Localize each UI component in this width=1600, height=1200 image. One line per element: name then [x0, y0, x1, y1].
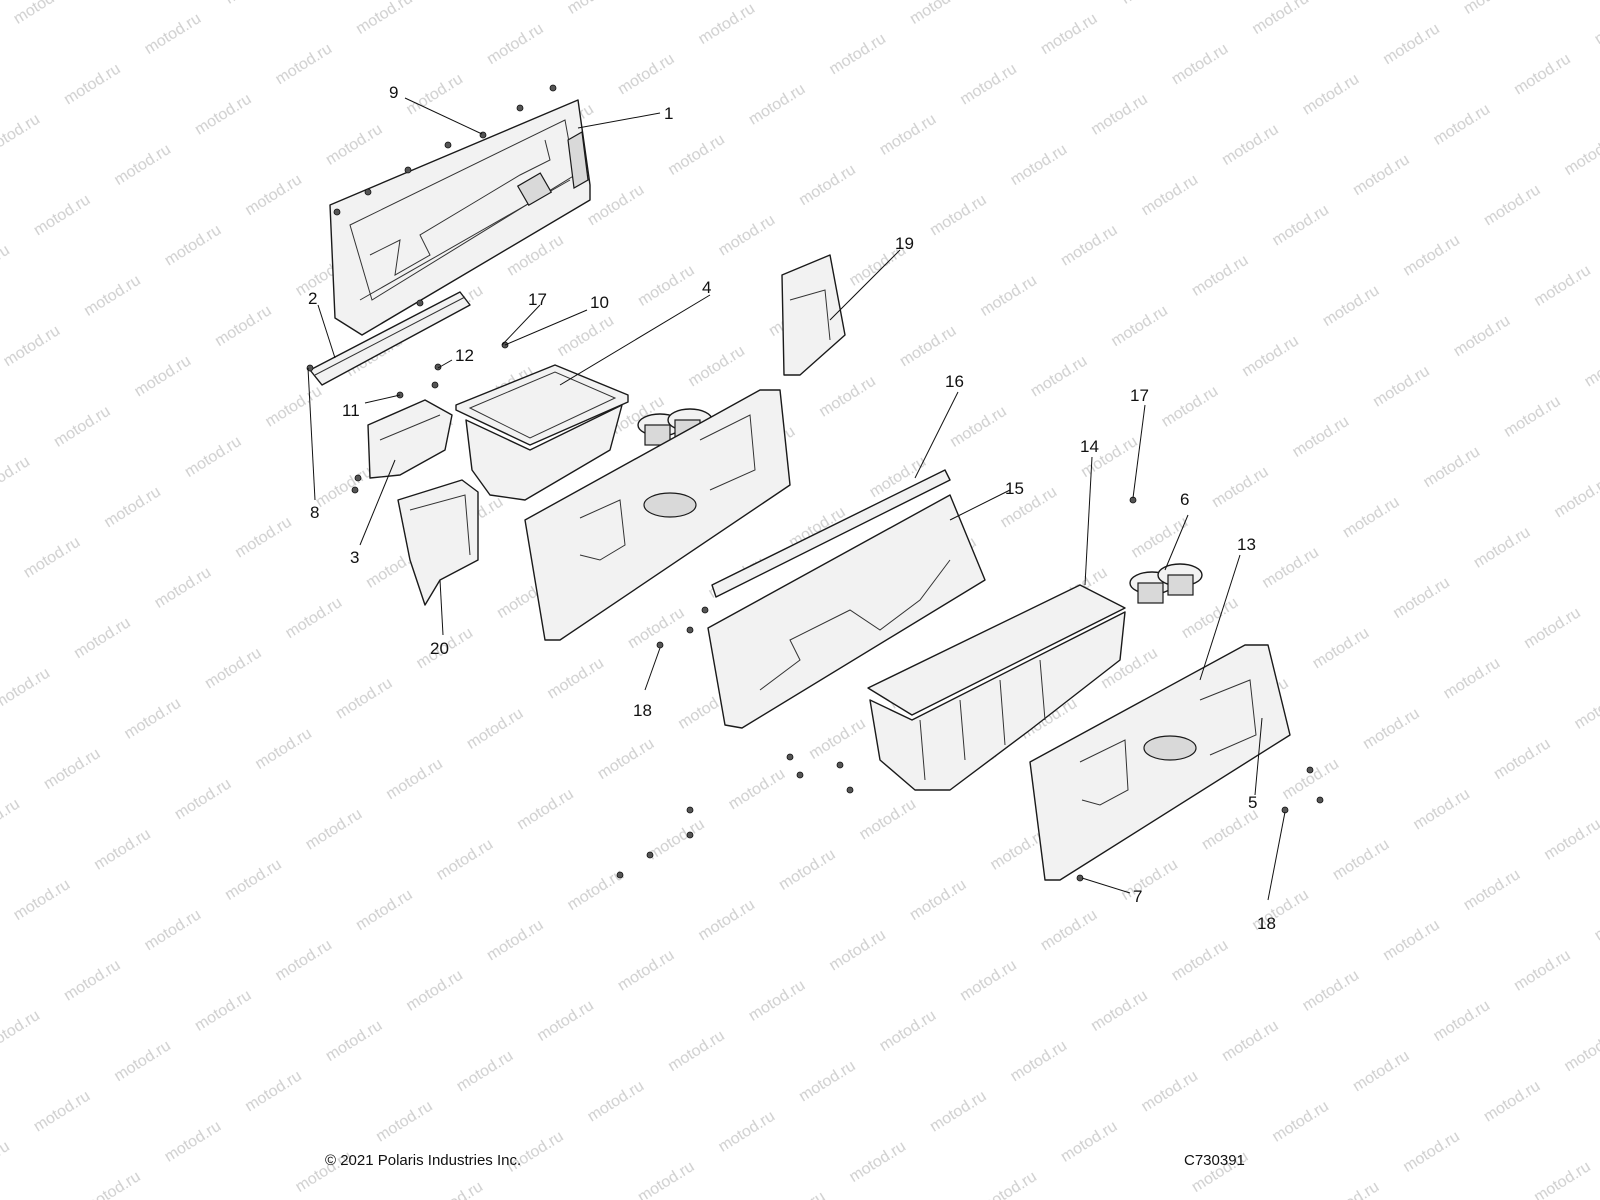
part-6-cup-holder-left	[637, 408, 713, 446]
callout-1: 1	[664, 104, 673, 123]
callout-12: 12	[455, 346, 474, 365]
drawing-number: C730391	[1184, 1152, 1245, 1169]
callout-11: 11	[342, 401, 360, 420]
part-2-bracket	[309, 291, 471, 386]
side-panel-left	[524, 389, 791, 641]
callout-5: 5	[1248, 793, 1257, 812]
part-3-side-cover	[367, 399, 453, 479]
callout-9: 9	[389, 83, 398, 102]
callout-6: 6	[1180, 490, 1189, 509]
callout-17b: 17	[1130, 386, 1149, 405]
callout-14: 14	[1080, 437, 1099, 456]
callout-7: 7	[1133, 887, 1142, 906]
callout-16: 16	[945, 372, 964, 391]
callout-20: 20	[430, 639, 449, 658]
callout-18a: 18	[633, 701, 652, 720]
callout-2: 2	[308, 289, 317, 308]
part-4-storage-bin	[455, 364, 629, 501]
callout-labels: 1 2 3 4 5 6 7 8 9 10 11 12 13 14 15 16 1…	[308, 83, 1276, 933]
callout-4: 4	[702, 278, 711, 297]
part-5-side-panel-right	[1029, 644, 1291, 881]
callout-15: 15	[1005, 479, 1024, 498]
callout-13: 13	[1237, 535, 1256, 554]
callout-18b: 18	[1257, 914, 1276, 933]
copyright-notice: © 2021 Polaris Industries Inc.	[325, 1152, 522, 1169]
callout-17a: 17	[528, 290, 547, 309]
fasteners	[306, 84, 1324, 882]
callout-10: 10	[590, 293, 609, 312]
leader-lines	[307, 97, 1286, 901]
part-14-large-bin	[867, 584, 1126, 791]
part-15-floor-panel	[707, 494, 986, 729]
callout-8: 8	[310, 503, 319, 522]
callout-3: 3	[350, 548, 359, 567]
callout-19: 19	[895, 234, 914, 253]
part-20-trim	[397, 479, 479, 606]
part-16-rail	[711, 469, 951, 598]
part-6-cup-holder-right	[1129, 563, 1203, 604]
part-19-trim	[781, 254, 846, 376]
part-1-rear-panel	[329, 99, 591, 336]
